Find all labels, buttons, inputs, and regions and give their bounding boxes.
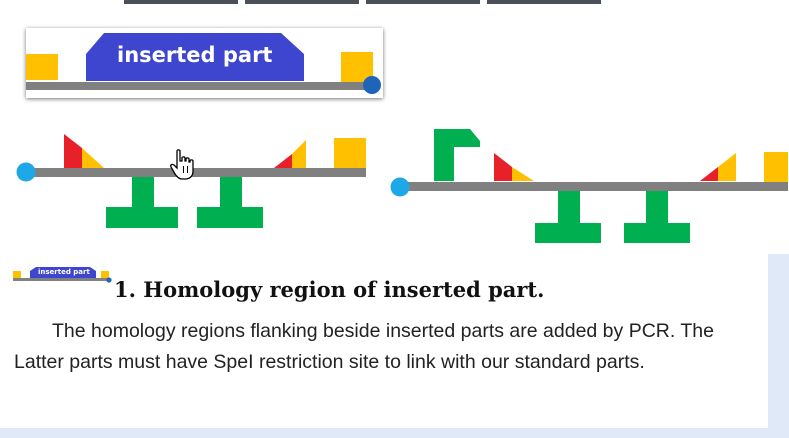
anchor-base-1: [106, 207, 178, 228]
inserted-part-label: inserted part: [117, 43, 273, 67]
anchor-stem-1: [132, 177, 154, 207]
tab-stub-2[interactable]: [245, 0, 359, 4]
backbone-bar: [400, 182, 788, 191]
right-yellow-triangle: [718, 153, 736, 181]
left-red-triangle: [64, 134, 82, 168]
start-dot: [16, 162, 36, 182]
tab-stub-1[interactable]: [124, 0, 238, 4]
end-dot: [363, 76, 381, 94]
right-construct-diagram: [390, 129, 788, 243]
anchor-base-2: [197, 207, 263, 228]
anchor-stem-2: [646, 191, 668, 223]
left-yellow-triangle: [512, 167, 534, 181]
end-yellow-block: [764, 152, 788, 182]
left-yellow-triangle: [82, 148, 104, 168]
right-margin: [768, 254, 789, 438]
right-yellow-block: [341, 52, 373, 82]
backbone-bar: [26, 168, 366, 177]
hand-pointer-icon: [170, 149, 194, 180]
inserted-part-block: [86, 33, 304, 81]
anchor-base-2: [624, 223, 690, 243]
inserted-part-legend: inserted part: [26, 28, 383, 98]
right-panel-top: [768, 4, 789, 254]
backbone-bar: [26, 82, 373, 90]
section-heading: 1. Homology region of inserted part.: [114, 277, 545, 302]
tab-stub-3[interactable]: [366, 0, 480, 4]
end-yellow-block: [334, 138, 366, 168]
anchor-stem-1: [558, 191, 580, 223]
hook-anchor: [434, 129, 480, 181]
right-red-triangle: [700, 167, 718, 181]
mini-inserted-part-label: inserted part: [38, 268, 90, 276]
tab-stub-4[interactable]: [487, 0, 601, 4]
left-yellow-block: [26, 54, 58, 80]
anchor-base-1: [535, 223, 601, 243]
bottom-margin: [0, 428, 789, 438]
legend-diagram: [26, 33, 381, 94]
section-paragraph-text: The homology regions flanking beside ins…: [14, 320, 714, 373]
left-construct-diagram: [16, 134, 366, 228]
right-yellow-triangle: [292, 140, 306, 168]
right-red-triangle: [274, 154, 292, 168]
anchor-stem-2: [220, 177, 242, 207]
start-dot: [390, 177, 410, 197]
mini-inserted-part-icon: inserted part: [12, 265, 112, 285]
left-red-triangle: [494, 153, 512, 181]
section-paragraph: The homology regions flanking beside ins…: [14, 316, 764, 378]
